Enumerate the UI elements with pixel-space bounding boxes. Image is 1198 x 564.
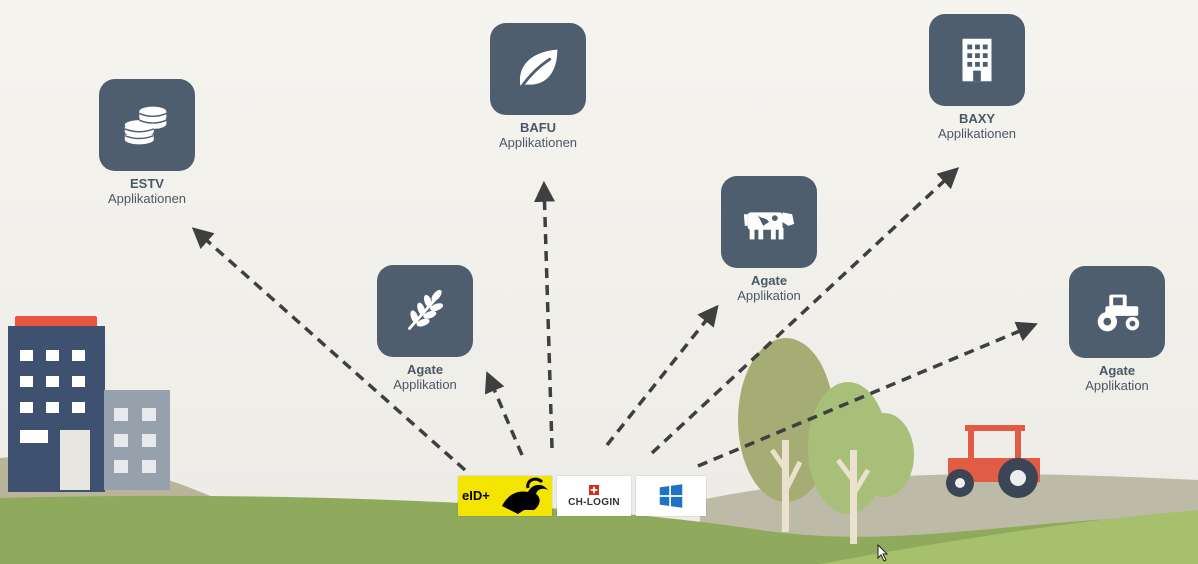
agate-tractor-node: Agate Applikation — [1037, 266, 1197, 393]
baxy-node: BAXY Applikationen — [897, 14, 1057, 141]
agate-tractor-subtitle: Applikation — [1085, 378, 1149, 393]
estv-subtitle: Applikationen — [107, 191, 187, 206]
bafu-title: BAFU — [519, 120, 557, 135]
ground-light — [820, 510, 1198, 564]
agate-cow-title: Agate — [750, 273, 788, 288]
agate-tractor-tile — [1069, 266, 1165, 358]
swiss-cross-icon — [589, 484, 599, 495]
agate-cow-subtitle: Applikation — [737, 288, 801, 303]
arrow-to-estv — [191, 227, 467, 472]
coins-icon — [124, 106, 167, 145]
tractor-illustration — [946, 425, 1040, 498]
arrow-to-agate-wheat — [484, 371, 524, 456]
arrow-to-agate-cow — [605, 304, 719, 447]
mouse-cursor — [877, 543, 889, 562]
agate-wheat-title: Agate — [406, 362, 444, 377]
eid-logo: eID+ — [458, 476, 552, 516]
agate-cow-node: Agate Applikation — [689, 176, 849, 303]
tractor-icon — [1097, 294, 1140, 332]
cow-icon — [743, 212, 795, 240]
windows-logo — [636, 476, 706, 516]
wheat-icon — [408, 289, 444, 330]
baxy-subtitle: Applikationen — [937, 126, 1017, 141]
trees — [738, 338, 914, 544]
baxy-tile — [929, 14, 1025, 106]
bafu-tile — [490, 23, 586, 115]
agate-wheat-subtitle: Applikation — [393, 377, 457, 392]
estv-node: ESTV Applikationen — [67, 79, 227, 206]
agate-wheat-node: Agate Applikation — [345, 265, 505, 392]
windows-icon — [659, 484, 683, 508]
agate-cow-tile — [721, 176, 817, 268]
ch-login-text: CH-LOGIN — [568, 496, 620, 508]
baxy-title: BAXY — [958, 111, 996, 126]
bafu-subtitle: Applikationen — [498, 135, 578, 150]
building-icon — [962, 38, 992, 82]
ibex-icon — [502, 477, 548, 514]
estv-tile — [99, 79, 195, 171]
connection-arrows — [191, 167, 1038, 472]
arrow-to-agate-tractor — [697, 321, 1038, 468]
leaf-icon — [519, 49, 558, 90]
eid-logo-text: eID+ — [462, 488, 490, 503]
arrow-to-bafu — [534, 180, 556, 449]
ground — [0, 495, 1198, 564]
bafu-node: BAFU Applikationen — [458, 23, 618, 150]
login-provider-logos: eID+ CH-LOGIN — [458, 476, 706, 516]
office-building — [8, 316, 170, 492]
estv-title: ESTV — [130, 176, 164, 191]
agate-wheat-tile — [377, 265, 473, 357]
agate-tractor-title: Agate — [1098, 363, 1136, 378]
arrow-to-baxy — [650, 167, 960, 455]
ch-login-logo: CH-LOGIN — [557, 476, 631, 516]
